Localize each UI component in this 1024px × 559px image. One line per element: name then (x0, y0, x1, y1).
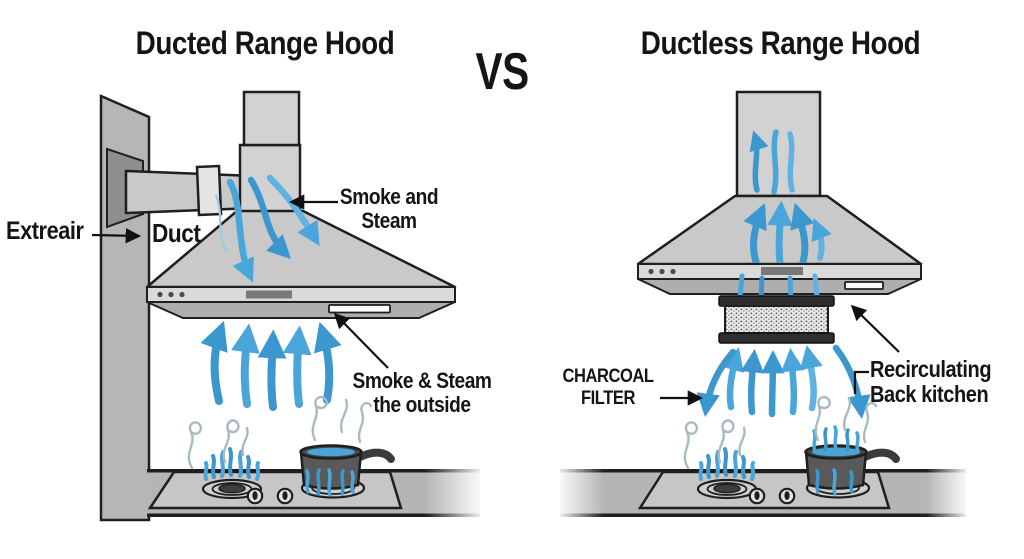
hood-interior-arrows (743, 200, 832, 268)
pot-left-flames (305, 468, 355, 497)
filter-inflow-strokes (737, 273, 820, 301)
steam-right (683, 395, 878, 470)
burner-left-flames (698, 447, 756, 481)
burner-left-flames (203, 447, 261, 481)
knobs-left (246, 487, 294, 505)
smoke-outside-label: Smoke & Steam the outside (352, 368, 492, 417)
hood-vent-slot (761, 267, 803, 275)
ducted-diagram (99, 90, 480, 522)
burner-left (201, 478, 263, 500)
extreair-arrow (91, 228, 142, 244)
recirculating-arrow (850, 304, 900, 353)
chimney-top (242, 90, 301, 147)
leader-lines (91, 194, 900, 406)
chimney (735, 90, 822, 198)
knobs-right (748, 487, 796, 505)
charcoal-filter (718, 295, 835, 344)
hood-vent-slot (246, 290, 292, 299)
pot-right-boil-flames (812, 425, 860, 496)
burner-left (696, 478, 758, 500)
hood-control-dots (157, 291, 185, 298)
hood-outlet-slot (844, 281, 884, 290)
hood-base-band (146, 286, 456, 303)
outside-slot-arrow (333, 312, 389, 369)
extreair-label: Extreair (6, 217, 84, 245)
recirculating-label: Recirculating Back kitchen (870, 356, 992, 407)
ductless-title: Ductless Range Hood (640, 25, 921, 61)
recirculating-bracket (853, 370, 869, 394)
charcoal-filter-label: CHARCOAL FILTER (562, 366, 654, 410)
counter-fades (425, 464, 970, 522)
duct-pipe-collar (195, 164, 223, 217)
hood-outlet-slot (328, 304, 391, 314)
chimney-airflow-arrows (749, 129, 795, 195)
recirculation-arrows (696, 344, 871, 419)
hood-skirt (146, 301, 456, 319)
rising-smoke-arrows (200, 320, 342, 411)
pot-left (299, 444, 395, 490)
vs-label: VS (475, 43, 530, 101)
ducted-title: Ducted Range Hood (135, 25, 395, 61)
duct-label: Duct (152, 218, 201, 248)
hood-control-dots (648, 268, 676, 275)
ductless-diagram (560, 90, 966, 517)
smoke-steam-label: Smoke and Steam (339, 184, 439, 233)
steam-left (187, 395, 373, 470)
